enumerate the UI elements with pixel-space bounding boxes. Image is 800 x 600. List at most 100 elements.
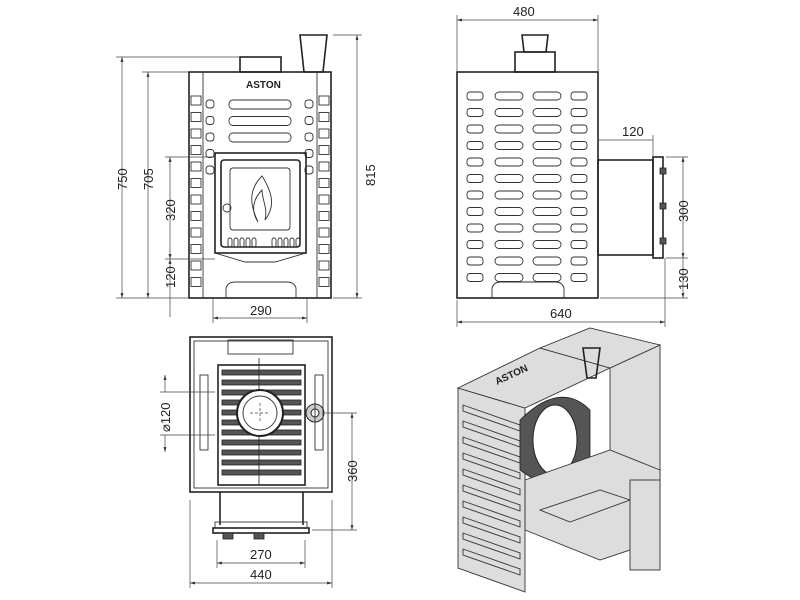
vent-slot <box>190 145 202 155</box>
dim-320: 320 <box>163 199 178 221</box>
vent-slot <box>190 211 202 221</box>
dim-290: 290 <box>250 303 272 318</box>
vent-slot <box>190 227 202 238</box>
vent-slot <box>190 161 202 172</box>
vent-slot <box>532 157 562 167</box>
vent-slot <box>289 237 295 248</box>
vent-slot <box>304 132 314 142</box>
vent-slot <box>466 240 484 249</box>
vent-slot <box>228 132 292 143</box>
isometric-cutaway-view: ASTON <box>456 327 662 593</box>
vent-slot <box>532 124 562 134</box>
vent-slot <box>466 174 484 183</box>
vent-slot <box>570 174 588 183</box>
vent-slot <box>205 116 215 125</box>
vent-slot <box>190 277 202 287</box>
vent-slot <box>570 273 588 282</box>
vent-slot <box>190 112 202 122</box>
vent-slot <box>570 108 588 117</box>
vent-slot <box>318 161 330 172</box>
vent-slot <box>190 95 202 106</box>
dim-130: 130 <box>676 268 691 290</box>
vent-slot <box>318 260 330 271</box>
vent-slot <box>318 194 330 205</box>
vent-slot <box>318 178 330 188</box>
vent-slot <box>532 108 562 117</box>
vent-slot <box>494 273 524 282</box>
vent-slot <box>304 99 314 109</box>
vent-slot <box>532 273 562 282</box>
vent-slot <box>228 99 292 110</box>
vent-slot <box>190 260 202 271</box>
vent-slot <box>532 223 562 233</box>
vent-slot <box>570 240 588 249</box>
vent-slot <box>462 516 521 544</box>
vent-slot <box>462 532 521 560</box>
vent-slot <box>221 369 302 376</box>
vent-slot <box>494 240 524 249</box>
vent-slot <box>466 256 484 266</box>
vent-slot <box>295 237 301 248</box>
vent-slot <box>570 157 588 167</box>
vent-slot <box>532 141 562 150</box>
dim-440: 440 <box>250 567 272 582</box>
dim-270: 270 <box>250 547 272 562</box>
vent-slot <box>304 165 314 175</box>
vent-slot <box>466 141 484 150</box>
vent-slot <box>221 449 302 456</box>
vent-slot <box>466 108 484 117</box>
vent-slot <box>462 548 521 576</box>
vent-slot <box>466 91 484 101</box>
vent-slot <box>318 244 330 254</box>
vent-slot <box>462 484 521 512</box>
vent-slot <box>466 223 484 233</box>
vent-slot <box>532 240 562 249</box>
vent-slot <box>205 165 215 175</box>
vent-slot <box>570 223 588 233</box>
vent-slot <box>190 128 202 139</box>
vent-slot <box>318 145 330 155</box>
vent-slot <box>190 194 202 205</box>
vent-slot <box>318 128 330 139</box>
vent-slot <box>494 256 524 266</box>
vent-slot <box>494 190 524 200</box>
vent-slot <box>221 379 302 386</box>
vent-slot <box>466 190 484 200</box>
vent-slot <box>462 500 521 528</box>
vent-slot <box>494 141 524 150</box>
vent-slot <box>466 157 484 167</box>
vent-slot <box>221 469 302 476</box>
brand-logo: ASTON <box>246 80 281 91</box>
vent-slot <box>318 277 330 287</box>
vent-slot <box>251 237 257 248</box>
front-dimensions: 750 705 815 320 120 290 <box>115 34 378 323</box>
vent-slot <box>570 207 588 216</box>
vent-slot <box>221 439 302 446</box>
vent-slot <box>190 244 202 254</box>
dim-300: 300 <box>676 200 691 222</box>
side-view <box>456 34 667 299</box>
vent-slot <box>466 124 484 134</box>
vent-slot <box>532 190 562 200</box>
vent-slot <box>570 124 588 134</box>
vent-slot <box>462 452 521 480</box>
vent-slot <box>570 141 588 150</box>
vent-slot <box>245 237 251 248</box>
vent-slot <box>239 237 245 248</box>
vent-slot <box>532 174 562 183</box>
vent-slot <box>494 108 524 117</box>
vent-slot <box>494 223 524 233</box>
dim-120: 120 <box>163 266 178 288</box>
vent-slot <box>304 116 314 125</box>
vent-slot <box>233 237 239 248</box>
vent-slot <box>570 91 588 101</box>
side-dimensions: 480 640 120 300 130 <box>456 4 691 327</box>
dim-diameter-120: ⌀120 <box>158 402 173 432</box>
dim-360: 360 <box>345 460 360 482</box>
vent-slot <box>318 211 330 221</box>
vent-slot <box>277 237 283 248</box>
vent-slot <box>466 207 484 216</box>
vent-slot <box>205 132 215 142</box>
vent-slot <box>494 207 524 216</box>
